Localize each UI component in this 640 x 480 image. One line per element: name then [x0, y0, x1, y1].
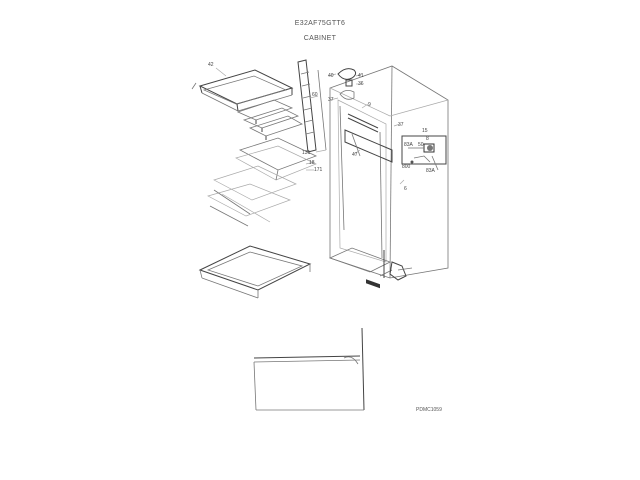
bottom-pan	[253, 327, 365, 411]
callout-36: 36	[358, 81, 364, 87]
callout-6: 6	[404, 186, 407, 192]
callout-47: 47	[352, 152, 358, 158]
callout-41: 41	[358, 73, 364, 79]
model-number: E32AF75GTT6	[294, 20, 346, 27]
shelf-stack	[236, 99, 303, 140]
callout-9: 9	[368, 102, 371, 108]
callout-800: 800	[402, 164, 411, 170]
section-title: CABINET	[303, 35, 337, 42]
callout-8: 8	[426, 136, 429, 142]
leader-lines	[215, 67, 405, 185]
callout-83a-top: 83A	[404, 142, 414, 148]
callout-83a-bottom: 83A	[426, 168, 436, 174]
callout-18: 18	[309, 160, 315, 166]
callout-171: 171	[314, 167, 323, 173]
callout-37b: 37	[398, 122, 404, 128]
callout-40: 40	[328, 73, 334, 79]
wire-shelf	[191, 69, 294, 112]
callout-60: 60	[312, 92, 318, 98]
base-parts	[328, 247, 413, 281]
callout-42: 42	[208, 62, 214, 68]
shelf-support-ladder	[297, 59, 327, 153]
control-panel	[344, 129, 393, 289]
detail-inset	[401, 135, 447, 171]
callout-131: 131	[302, 150, 311, 156]
crisper-cover	[198, 245, 312, 299]
top-hinge-parts	[337, 68, 357, 100]
callout-37: 37	[328, 97, 334, 103]
callout-50: 50	[418, 142, 424, 148]
drawing-code: PDMC1059	[416, 407, 442, 413]
callout-15: 15	[422, 128, 428, 134]
crisper-shelves	[207, 137, 318, 227]
